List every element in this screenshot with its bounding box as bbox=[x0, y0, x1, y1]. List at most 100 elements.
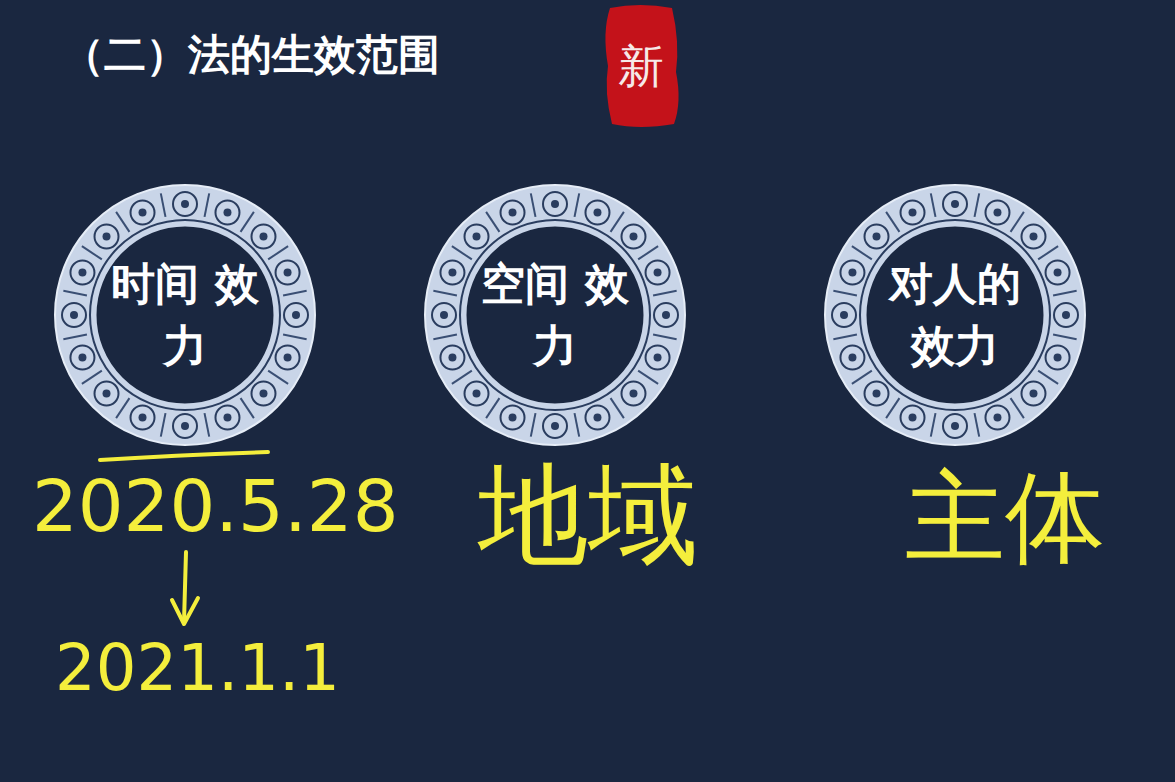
flower-dot bbox=[259, 389, 267, 397]
flower-dot bbox=[551, 200, 559, 208]
leaf-stroke bbox=[283, 335, 307, 340]
leaf-stroke bbox=[931, 193, 936, 217]
circle-ornament bbox=[53, 183, 317, 447]
flower-dot bbox=[629, 389, 637, 397]
flower bbox=[585, 406, 609, 430]
circle-label: 空间 效力 bbox=[480, 253, 630, 376]
flower bbox=[251, 225, 275, 249]
circle-ornament bbox=[423, 183, 687, 447]
flower bbox=[901, 200, 925, 224]
flower bbox=[943, 192, 967, 216]
flower bbox=[1046, 261, 1070, 285]
flower bbox=[543, 192, 567, 216]
leaf-stroke bbox=[63, 291, 87, 296]
flower-dot bbox=[181, 422, 189, 430]
flower bbox=[501, 200, 525, 224]
flower-pattern bbox=[62, 192, 308, 438]
flower-dot bbox=[654, 269, 662, 277]
flower bbox=[901, 406, 925, 430]
circle-label: 对人的 效力 bbox=[880, 253, 1030, 376]
flower bbox=[131, 200, 155, 224]
flower bbox=[465, 381, 489, 405]
flower bbox=[276, 261, 300, 285]
leaf-stroke bbox=[161, 413, 166, 437]
flower bbox=[646, 345, 670, 369]
flower-dot bbox=[873, 233, 881, 241]
flower bbox=[646, 261, 670, 285]
flower bbox=[1021, 381, 1045, 405]
leaf-stroke bbox=[82, 371, 102, 384]
leaf-stroke bbox=[531, 193, 536, 217]
flower-dot bbox=[448, 269, 456, 277]
ornate-circle: 时间 效力 bbox=[53, 183, 317, 447]
handwritten-note: 主体 bbox=[905, 468, 1105, 568]
flower bbox=[432, 303, 456, 327]
flower bbox=[173, 414, 197, 438]
flower-dot bbox=[223, 208, 231, 216]
handwritten-date: 2020.5.28 bbox=[32, 470, 398, 542]
flower-dot bbox=[103, 389, 111, 397]
flower bbox=[251, 381, 275, 405]
arrow-head bbox=[172, 598, 198, 624]
leaf-stroke bbox=[452, 246, 472, 259]
leaf-stroke bbox=[575, 193, 580, 217]
leaf-stroke bbox=[653, 291, 677, 296]
flower-dot bbox=[103, 233, 111, 241]
flower-dot bbox=[848, 353, 856, 361]
flower-pattern bbox=[432, 192, 678, 438]
flower-dot bbox=[654, 353, 662, 361]
flower bbox=[840, 345, 864, 369]
flower-dot bbox=[292, 311, 300, 319]
flower-dot bbox=[139, 208, 147, 216]
flower-dot bbox=[1029, 389, 1037, 397]
leaf-stroke bbox=[611, 398, 624, 418]
leaf-stroke bbox=[268, 371, 288, 384]
flower bbox=[70, 345, 94, 369]
flower-dot bbox=[593, 414, 601, 422]
flower bbox=[865, 225, 889, 249]
leaf-stroke bbox=[116, 212, 129, 232]
leaf-stroke bbox=[638, 371, 658, 384]
leaf-stroke bbox=[1011, 212, 1024, 232]
flower bbox=[585, 200, 609, 224]
arrow-shaft bbox=[184, 552, 186, 622]
leaf-stroke bbox=[82, 246, 102, 259]
flower bbox=[985, 200, 1009, 224]
leaf-stroke bbox=[241, 398, 254, 418]
flower bbox=[465, 225, 489, 249]
leaf-stroke bbox=[1053, 291, 1077, 296]
leaf-stroke bbox=[931, 413, 936, 437]
leaf-stroke bbox=[1053, 335, 1077, 340]
flower-dot bbox=[662, 311, 670, 319]
flower bbox=[621, 225, 645, 249]
leaf-stroke bbox=[63, 335, 87, 340]
leaf-stroke bbox=[886, 398, 899, 418]
flower-dot bbox=[473, 233, 481, 241]
circle-label: 时间 效力 bbox=[110, 253, 260, 376]
flower-dot bbox=[848, 269, 856, 277]
flower-dot bbox=[993, 208, 1001, 216]
flower-dot bbox=[909, 414, 917, 422]
flower-dot bbox=[1054, 269, 1062, 277]
leaf-stroke bbox=[205, 193, 210, 217]
leaf-stroke bbox=[833, 335, 857, 340]
flower bbox=[95, 225, 119, 249]
leaf-stroke bbox=[975, 413, 980, 437]
leaf-stroke bbox=[241, 212, 254, 232]
flower bbox=[1054, 303, 1078, 327]
flower-pattern bbox=[832, 192, 1078, 438]
leaf-stroke bbox=[531, 413, 536, 437]
flower-dot bbox=[473, 389, 481, 397]
leaf-stroke bbox=[486, 212, 499, 232]
flower-dot bbox=[873, 389, 881, 397]
ornament-band bbox=[825, 185, 1085, 445]
inner-ring bbox=[460, 220, 650, 410]
ornament-band bbox=[425, 185, 685, 445]
title: （二）法的生效范围 bbox=[62, 30, 440, 80]
leaf-stroke bbox=[852, 371, 872, 384]
flower-dot bbox=[951, 422, 959, 430]
flower bbox=[276, 345, 300, 369]
underline-stroke bbox=[100, 452, 268, 460]
flower-dot bbox=[181, 200, 189, 208]
flower bbox=[173, 192, 197, 216]
